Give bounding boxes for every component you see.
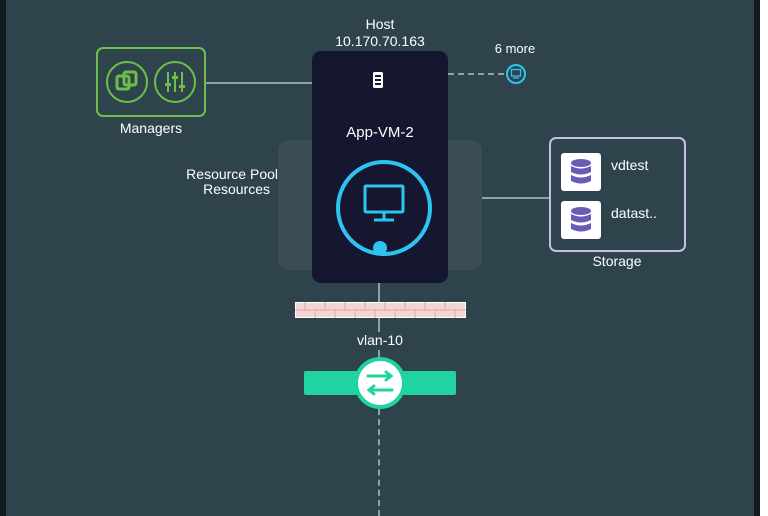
datastore-name: vdtest	[611, 157, 649, 173]
window-edge-left	[0, 0, 6, 516]
database-icon	[571, 159, 591, 184]
vm-name[interactable]: App-VM-2	[346, 124, 414, 141]
vm-node[interactable]	[336, 160, 432, 256]
datastore-vdtest[interactable]	[561, 153, 601, 191]
switch-downlink	[378, 409, 380, 516]
datastore-name: datast..	[611, 205, 657, 221]
network-name[interactable]: vlan-10	[357, 332, 403, 348]
more-vms-node[interactable]	[506, 64, 526, 84]
firewall-switch-connector	[378, 318, 380, 332]
window-edge-right	[754, 0, 760, 516]
storage-group[interactable]: vdtest datast..	[549, 137, 686, 252]
vlan-switch-connector	[378, 350, 380, 358]
managers-label: Managers	[119, 120, 183, 136]
resource-pool-line1: Resource Pool	[186, 166, 278, 182]
switch-arrows-icon	[366, 370, 394, 396]
storage-label: Storage	[592, 253, 642, 269]
managers-connector	[200, 82, 312, 84]
network-connector	[378, 283, 380, 303]
host-ip: 10.170.70.163	[335, 33, 425, 49]
monitor-icon	[510, 68, 522, 79]
vm-status-dot	[373, 241, 387, 255]
topology-canvas: Host 10.170.70.163 Managers Resource Poo…	[6, 0, 754, 516]
resource-pool-line2: Resources	[203, 181, 270, 197]
monitor-icon	[362, 184, 406, 224]
storage-connector	[448, 197, 549, 199]
firewall-icon[interactable]	[295, 302, 466, 318]
sliders-icon[interactable]	[154, 61, 196, 103]
more-label[interactable]: 6 more	[494, 41, 536, 56]
server-icon	[372, 71, 384, 89]
vsphere-logo-icon[interactable]	[106, 61, 148, 103]
managers-group[interactable]	[96, 47, 206, 117]
switch-node[interactable]	[354, 357, 406, 409]
more-connector	[448, 73, 504, 75]
database-icon	[571, 207, 591, 232]
host-title: Host	[365, 16, 395, 32]
datastore-datast[interactable]	[561, 201, 601, 239]
